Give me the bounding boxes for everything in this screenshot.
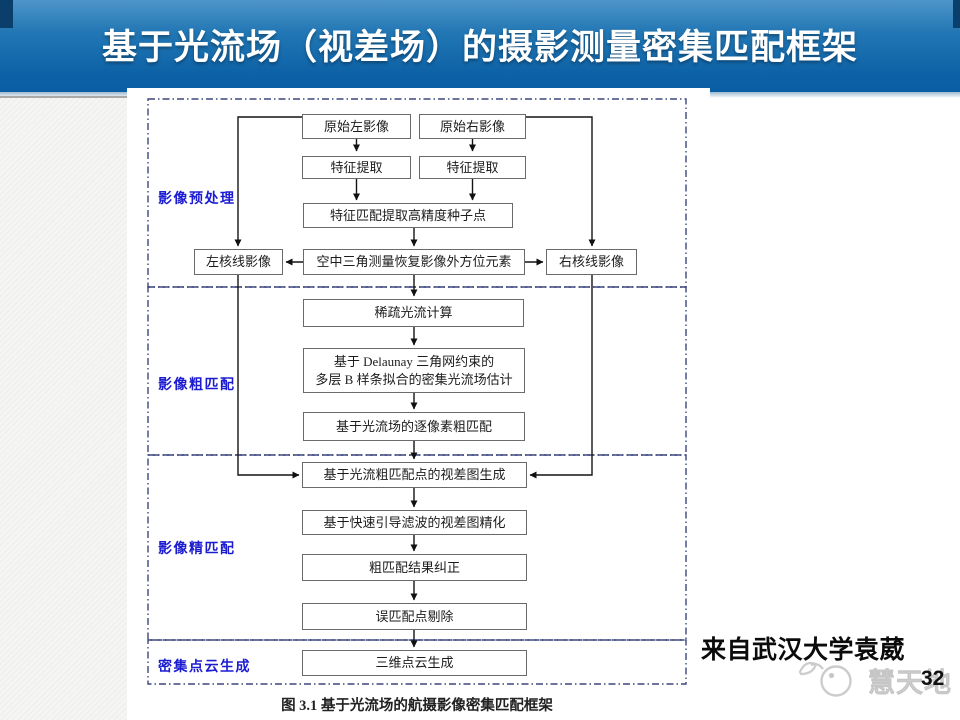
node-aerial-triangulation: 空中三角测量恢复影像外方位元素: [303, 249, 525, 275]
watermark-text: 慧天地: [868, 668, 952, 699]
node-feature-extraction-left: 特征提取: [302, 156, 411, 179]
node-delaunay-line1: 基于 Delaunay 三角网约束的: [333, 353, 495, 369]
huitiandi-bird-logo-icon: [796, 655, 864, 706]
section-label-fine-matching: 影像精匹配: [158, 540, 236, 556]
section-label-preprocessing: 影像预处理: [158, 190, 236, 206]
node-mismatch-removal: 误匹配点剔除: [302, 603, 527, 630]
figure-caption: 图 3.1 基于光流场的航摄影像密集匹配框架: [281, 698, 553, 714]
title-bar: 基于光流场（视差场）的摄影测量密集匹配框架: [0, 0, 960, 92]
flow-arrows: [234, 116, 596, 648]
node-original-left-image: 原始左影像: [302, 114, 411, 139]
page-title: 基于光流场（视差场）的摄影测量密集匹配框架: [101, 28, 858, 67]
left-strip-top-line: [0, 96, 127, 98]
section-label-coarse-matching: 影像粗匹配: [158, 376, 236, 392]
node-right-epipolar-image: 右核线影像: [546, 249, 637, 275]
node-coarse-result-correction: 粗匹配结果纠正: [302, 554, 527, 581]
corner-decoration-right: [953, 0, 960, 28]
left-background-strip: [0, 98, 127, 720]
flowchart-lines-layer: [147, 98, 687, 685]
node-left-epipolar-image: 左核线影像: [194, 249, 283, 275]
node-feature-extraction-right: 特征提取: [419, 156, 526, 179]
node-original-right-image: 原始右影像: [419, 114, 526, 139]
node-sparse-optical-flow: 稀疏光流计算: [303, 299, 524, 327]
node-delaunay-line2: 多层 B 样条拟合的密集光流场估计: [315, 371, 513, 387]
page-number: 32: [921, 667, 945, 690]
flowchart-figure: 影像预处理 影像粗匹配 影像精匹配 密集点云生成 原始左影像 原始右影像 特征提…: [127, 88, 710, 720]
node-disparity-map-generation: 基于光流粗匹配点的视差图生成: [302, 462, 527, 488]
node-seed-points: 特征匹配提取高精度种子点: [303, 203, 513, 228]
watermark: 慧天地: [796, 655, 952, 706]
source-credit: 来自武汉大学袁葳: [701, 636, 906, 664]
node-delaunay-bspline-estimation: 基于 Delaunay 三角网约束的 多层 B 样条拟合的密集光流场估计: [303, 348, 525, 393]
node-disparity-map-refinement: 基于快速引导滤波的视差图精化: [302, 510, 527, 535]
node-pixelwise-coarse-matching: 基于光流场的逐像素粗匹配: [303, 412, 525, 441]
node-3d-pointcloud-generation: 三维点云生成: [302, 650, 527, 676]
section-label-pointcloud: 密集点云生成: [158, 658, 251, 674]
corner-decoration-left: [0, 0, 13, 28]
